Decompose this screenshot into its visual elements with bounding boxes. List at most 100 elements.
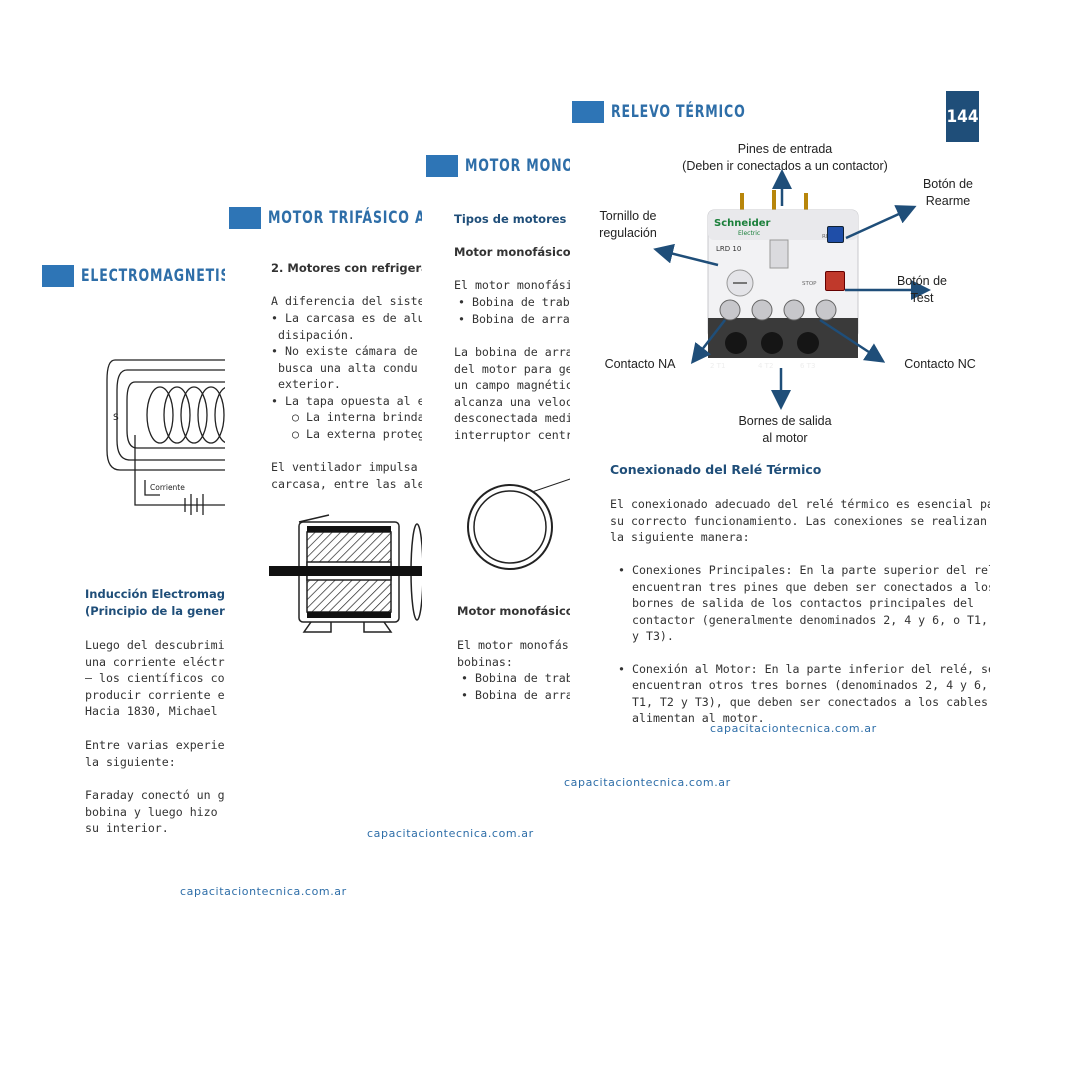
bullet-list: • Bobina de trabaj • Bobina de arranc xyxy=(458,294,584,327)
text-line: busca una alta condu xyxy=(278,360,418,375)
text-line: La bobina de arran xyxy=(454,345,580,359)
paragraph: El motor monofásico xyxy=(454,278,587,292)
text-line: alcanza una veloc xyxy=(454,394,573,409)
relay-brand: Schneider xyxy=(714,218,771,229)
paragraph: Luego del descubrimient una corriente el… xyxy=(85,637,260,720)
label-line: (Deben ir conectados a un contactor) xyxy=(682,159,888,173)
page-title: MOTOR TRIFÁSICO A INI xyxy=(268,208,453,228)
header-accent-bar xyxy=(572,101,604,123)
relay-brand-sub: Electric xyxy=(738,230,760,237)
text-line: contactor (generalmente denominados 2, 4… xyxy=(632,612,990,627)
subheading: Inducción Electromagnét xyxy=(85,587,247,601)
label-boton-rearme: Botón de Rearme xyxy=(912,176,984,210)
paragraph: El ventilador impulsa el a carcasa, entr… xyxy=(271,459,466,492)
page-header: ELECTROMAGNETISMO xyxy=(42,265,293,287)
page-footer-url[interactable]: capacitaciontecnica.com.ar xyxy=(710,722,877,735)
text-line: del motor para gen xyxy=(454,361,580,376)
text-line: T1, T2 y T3), que deben ser conectados a… xyxy=(632,694,990,709)
text-line: producir corriente eléctr xyxy=(85,687,260,702)
paragraph: La bobina de arran del motor para gen un… xyxy=(454,344,601,443)
list-item: • Bobina de traba xyxy=(461,671,580,685)
label-bornes-salida: Bornes de salida al motor xyxy=(720,413,850,447)
coil-diagram: S Corriente xyxy=(106,359,235,515)
text-line: bobinas: xyxy=(457,654,513,669)
list-item: • Conexiones Principales: En la parte su… xyxy=(618,563,990,577)
bullet-list: • La carcasa es de alumi disipación. • N… xyxy=(271,310,439,442)
test-button-illustration xyxy=(825,271,845,291)
bullet-list: • Conexiones Principales: En la parte su… xyxy=(618,562,990,727)
paragraph: El conexionado adecuado del relé térmico… xyxy=(610,496,990,546)
section-heading: 2. Motores con refrigeració xyxy=(271,261,448,275)
page-header: MOTOR MONOFÁ xyxy=(426,155,620,177)
list-item: ○ La interna brinda c xyxy=(292,410,439,424)
pole-label: S xyxy=(113,413,119,423)
header-accent-bar xyxy=(426,155,458,177)
paragraph: Entre varias experiencia la siguiente: xyxy=(85,737,253,770)
label-line: Pines de entrada xyxy=(737,142,833,156)
list-item: • La carcasa es de alumi xyxy=(271,311,439,325)
page-title: ELECTROMAGNETISMO xyxy=(81,266,256,286)
stator-ring-diagram xyxy=(467,474,582,570)
list-item: • La tapa opuesta al eje xyxy=(271,393,439,408)
text-line: El conexionado adecuado del relé térmico… xyxy=(610,497,990,511)
section-heading: Conexionado del Relé Térmico xyxy=(610,462,822,477)
label-line: Tornillo de xyxy=(599,209,657,223)
text-line: su interior. xyxy=(85,821,169,835)
label-boton-test: Botón de Test xyxy=(886,273,958,307)
header-accent-bar xyxy=(229,207,261,229)
diagram-label: Corriente xyxy=(150,483,185,492)
text-line: desconectada media xyxy=(454,411,580,425)
text-line: la siguiente: xyxy=(85,754,176,769)
label-line: Botón de xyxy=(896,274,948,288)
text-line: y T3). xyxy=(632,629,674,643)
list-item: • Conexión al Motor: En la parte inferio… xyxy=(618,661,990,676)
label-line: al motor xyxy=(762,431,808,445)
label-tornillo-regulacion: Tornillo de regulación xyxy=(592,208,664,242)
annotation-arrows xyxy=(653,169,931,410)
page-footer-url[interactable]: capacitaciontecnica.com.ar xyxy=(180,885,347,898)
label-line: Bornes de salida xyxy=(738,414,832,428)
text-line: Entre varias experiencia xyxy=(85,738,253,752)
text-line: interruptor centrífug xyxy=(454,427,601,442)
text-line: bornes de salida de los contactos princi… xyxy=(632,596,975,610)
text-line: bobina y luego hizo pas xyxy=(85,804,246,819)
paragraph: El motor monofás bobinas: xyxy=(457,637,569,670)
text-line: Faraday conectó un ga xyxy=(85,788,232,802)
subheading: Motor monofásico d xyxy=(454,245,583,259)
label-pines-entrada: Pines de entrada (Deben ir conectados a … xyxy=(680,141,890,175)
thermal-relay-illustration: Schneider Electric LRD 10 RESET STOP 2 T… xyxy=(707,190,859,370)
relay-stop-label: STOP xyxy=(802,281,817,287)
page-header: RELEVO TÉRMICO xyxy=(572,101,775,123)
label-contacto-na: Contacto NA xyxy=(604,357,676,371)
paragraph: Faraday conectó un ga bobina y luego hiz… xyxy=(85,787,246,837)
subheading: (Principio de la generaci xyxy=(85,604,244,618)
text-line: El motor monofás xyxy=(457,638,569,652)
section-heading: Tipos de motores mo xyxy=(454,212,591,226)
page-footer-url[interactable]: capacitaciontecnica.com.ar xyxy=(564,776,731,789)
paragraph: A diferencia del sistema an xyxy=(271,294,460,308)
relay-model: LRD 10 xyxy=(716,245,741,253)
text-line: carcasa, entre las aletas, e xyxy=(271,476,467,491)
terminal-label: 2 T1 xyxy=(710,362,725,370)
text-line: encuentran otros tres bornes (denominado… xyxy=(632,678,990,692)
list-item: • Bobina de arranc xyxy=(458,311,584,326)
text-line: Hacia 1830, Michael Far xyxy=(85,704,246,718)
label-line: Rearme xyxy=(925,194,971,208)
text-line: una corriente eléctrica p xyxy=(85,654,260,669)
header-accent-bar xyxy=(42,265,74,287)
text-line: El ventilador impulsa el a xyxy=(271,460,453,474)
page-footer-url[interactable]: capacitaciontecnica.com.ar xyxy=(367,827,534,840)
list-item: • Bobina de trabaj xyxy=(458,295,584,309)
bullet-list: • Bobina de traba • Bobina de arran xyxy=(461,670,580,703)
page-title: RELEVO TÉRMICO xyxy=(611,102,746,122)
page-header: MOTOR TRIFÁSICO A INI xyxy=(229,207,494,229)
subheading: Motor monofásico d xyxy=(457,604,586,618)
list-item: • Bobina de arran xyxy=(461,687,580,702)
page-title: MOTOR MONOFÁ xyxy=(465,156,593,176)
terminal-label: 4 T2 xyxy=(758,362,773,370)
label-contacto-nc: Contacto NC xyxy=(904,357,976,371)
text-line: exterior. xyxy=(278,377,341,391)
text-line: — los científicos comenz xyxy=(85,671,253,685)
text-line: encuentran tres pines que deben ser cone… xyxy=(632,579,990,594)
text-line: su correcto funcionamiento. Las conexion… xyxy=(610,513,990,528)
